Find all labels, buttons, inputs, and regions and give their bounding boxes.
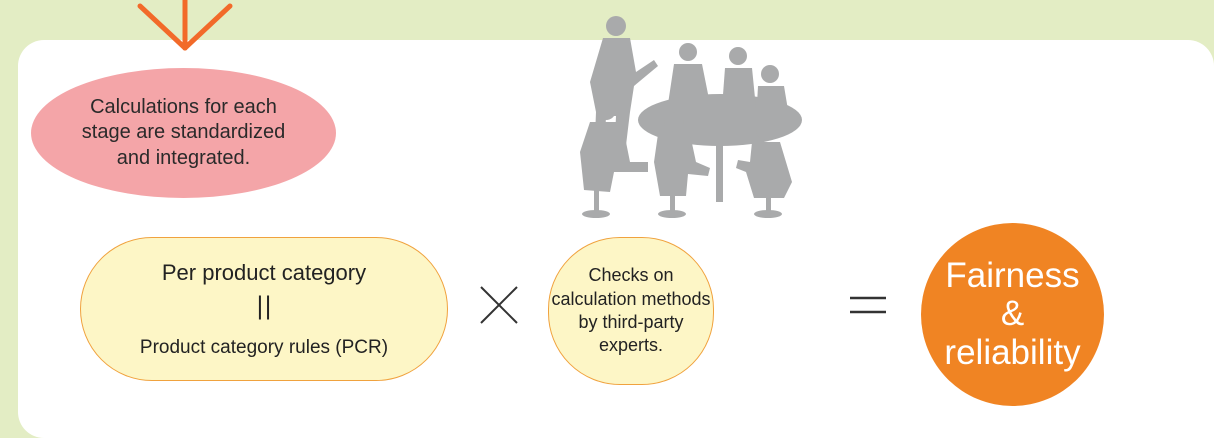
fairness-reliability-result: Fairness & reliability <box>921 223 1104 406</box>
arrow-down-icon <box>137 0 233 51</box>
equivalence-mark: || <box>255 292 273 320</box>
product-category-rules-term: Per product category || Product category… <box>80 237 448 381</box>
stage-note-bubble: Calculations for each stage are standard… <box>31 68 336 198</box>
per-product-category-label: Per product category <box>161 260 367 285</box>
meeting-silhouette-icon <box>580 16 802 218</box>
multiply-icon <box>480 286 518 324</box>
pcr-label: Product category rules (PCR) <box>139 337 389 358</box>
third-party-checks-term: Checks on calculation methods by third-p… <box>548 237 714 385</box>
equals-icon <box>850 296 886 314</box>
